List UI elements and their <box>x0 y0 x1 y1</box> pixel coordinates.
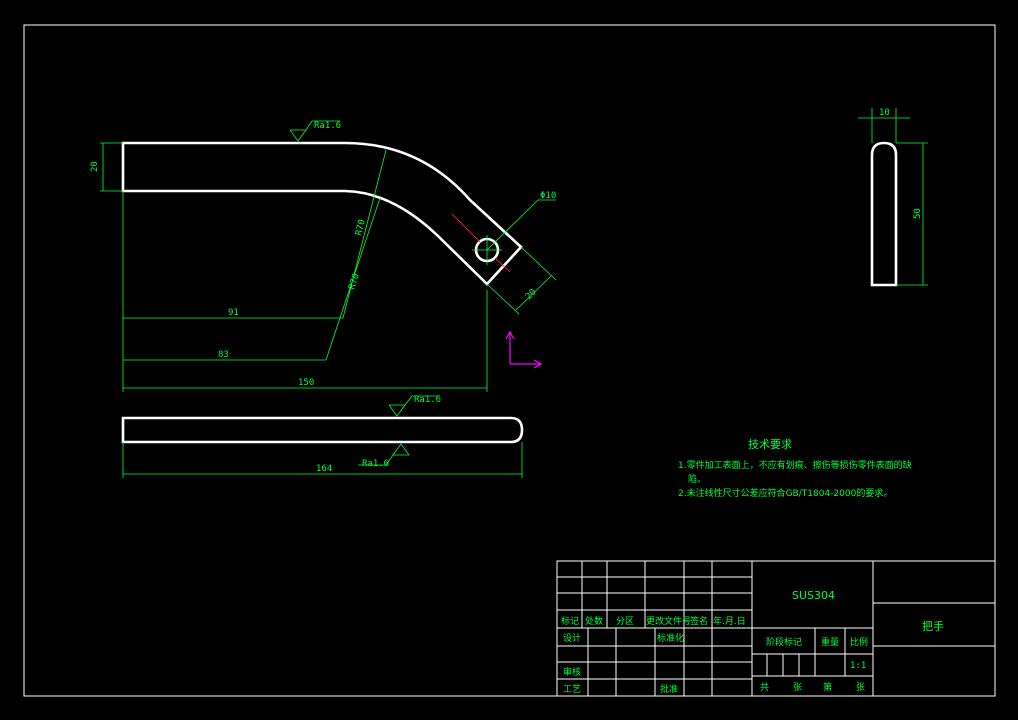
dim-front-height: 20 <box>90 161 100 172</box>
tb-label-chushu: 处数 <box>585 615 603 627</box>
title-block: 标记 处数 分区 更改文件号 签名 年.月.日 设计 标准化 审核 工艺 批准 … <box>556 560 996 697</box>
tb-label-shenhe: 审核 <box>563 666 581 678</box>
tech-notes: 技术要求 1.零件加工表面上，不应有划痕、擦伤等损伤零件表面的缺 陷。 2.未注… <box>678 438 912 499</box>
part-name: 把手 <box>922 619 944 633</box>
side-outline <box>870 141 898 287</box>
tb-label-biaoji: 标记 <box>561 615 579 627</box>
dim-radius-outer: R70 <box>354 219 368 237</box>
dim-len-91: 91 <box>228 308 239 318</box>
dim-hole: Φ10 <box>540 191 556 201</box>
tb-label-zhang1: 张 <box>793 682 802 693</box>
tb-label-qianming: 签名 <box>690 615 708 627</box>
tb-label-pizhun: 批准 <box>660 683 678 695</box>
tb-label-fenqu: 分区 <box>616 616 634 627</box>
tb-label-biaozhunhua: 标准化 <box>657 632 684 644</box>
notes-title: 技术要求 <box>748 438 792 451</box>
bottom-view: Ra1.6 Ra1.6 164 <box>121 395 524 478</box>
tb-label-gongyi: 工艺 <box>563 684 581 695</box>
tb-label-nianyueri: 年.月.日 <box>713 615 746 627</box>
dim-side-width: 10 <box>879 108 890 118</box>
handle-outline <box>121 141 523 286</box>
bar-outline <box>121 416 524 444</box>
tb-label-di: 第 <box>823 681 832 693</box>
notes-line1: 1.零件加工表面上，不应有划痕、擦伤等损伤零件表面的缺 <box>678 459 912 471</box>
notes-line2: 2.未注线性尺寸公差应符合GB/T1804-2000的要求。 <box>678 487 892 499</box>
material: SUS304 <box>792 589 835 602</box>
tb-label-bili: 比例 <box>850 636 868 648</box>
side-view: 10 50 <box>858 108 928 287</box>
dim-radius-inner: R70 <box>347 272 362 291</box>
dim-bottom-len: 164 <box>316 464 332 474</box>
tb-label-wenjianhao: 更改文件号 <box>646 615 691 627</box>
dim-len-150: 150 <box>298 378 314 388</box>
notes-line1b: 陷。 <box>688 473 706 485</box>
tb-label-zhang2: 张 <box>856 682 865 693</box>
drawing-frame <box>23 24 996 697</box>
dim-len-83: 83 <box>218 350 229 360</box>
tb-label-sheji: 设计 <box>563 632 581 644</box>
tb-label-zhongliang: 重量 <box>821 636 839 648</box>
tb-label-gong: 共 <box>760 682 769 693</box>
tb-label-jieduan: 阶段标记 <box>766 636 802 648</box>
roughness-top: Ra1.6 <box>314 121 341 131</box>
front-view: 20 Ra1.6 R70 R70 Φ10 20 91 83 150 <box>90 120 557 392</box>
dim-side-height: 50 <box>913 208 923 219</box>
roughness-bar-top: Ra1.6 <box>414 395 441 405</box>
roughness-bar-bottom: Ra1.6 <box>362 459 389 469</box>
scale-value: 1:1 <box>850 661 866 671</box>
